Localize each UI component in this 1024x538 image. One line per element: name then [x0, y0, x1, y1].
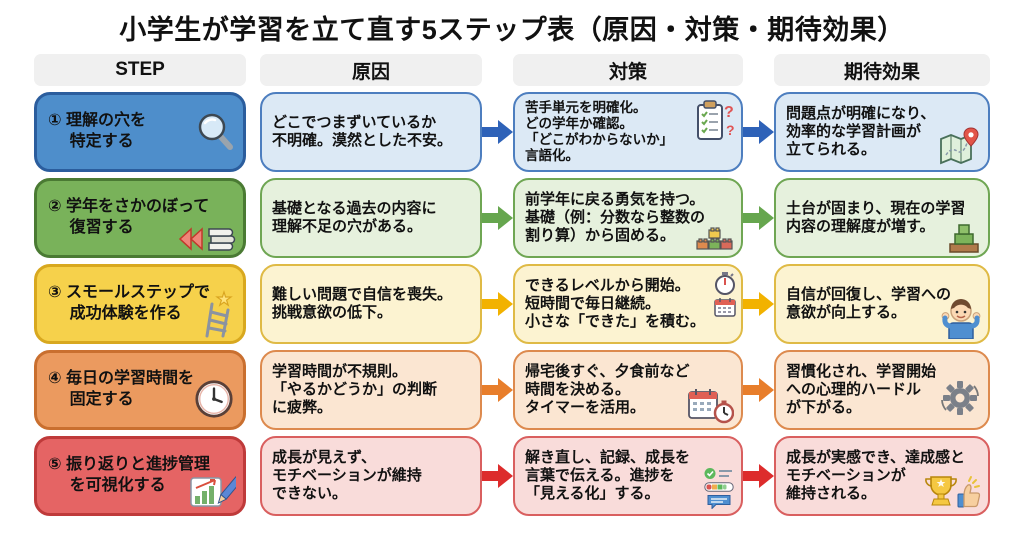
svg-text:?: ? — [726, 122, 735, 138]
cause-box-2: 基礎となる過去の内容に 理解不足の穴がある。 — [260, 178, 482, 258]
effect-text-1: 問題点が明確になり、 効率的な学習計画が 立てられる。 — [786, 104, 936, 159]
cause-text-3: 難しい問題で自信を喪失。 挑戦意欲の低下。 — [272, 285, 453, 321]
cause-box-3: 難しい問題で自信を喪失。 挑戦意欲の低下。 — [260, 264, 482, 344]
effect-text-2: 土台が固まり、現在の学習 内容の理解度が増す。 — [786, 199, 966, 235]
arrow-right-icon — [743, 92, 774, 172]
stopwatch-icon — [714, 271, 736, 295]
cause-box-1: どこでつまずいているか 不明確。漠然とした不安。 — [260, 92, 482, 172]
thumbs-up-icon — [957, 476, 981, 508]
step-label-1: ① 理解の穴を 特定する — [48, 112, 146, 150]
effect-text-4: 習慣化され、学習開始 への心理的ハードル が下がる。 — [786, 362, 937, 417]
step-row-5: ⑤ 振り返りと進捗管理 を可視化する 成長が見えず、 モチベーションが維持 でき… — [0, 436, 1024, 516]
header-spacer — [743, 54, 774, 86]
pencil-icon — [217, 476, 236, 505]
arrow-right-icon — [482, 92, 513, 172]
cause-text-2: 基礎となる過去の内容に 理解不足の穴がある。 — [272, 199, 437, 235]
flexing-boy-icon — [941, 297, 981, 339]
header-cause: 原因 — [260, 54, 482, 86]
measure-box-3: できるレベルから開始。 短時間で毎日継続。 小さな「できた」を積む。 — [513, 264, 743, 344]
books-stack-icon — [206, 222, 236, 252]
step-label-5: ⑤ 振り返りと進捗管理 を可視化する — [48, 456, 210, 494]
page-title: 小学生が学習を立て直す5ステップ表（原因・対策・期待効果） — [119, 15, 905, 45]
cause-text-5: 成長が見えず、 モチベーションが維持 できない。 — [272, 448, 422, 503]
clock-icon — [194, 379, 234, 419]
cause-box-5: 成長が見えず、 モチベーションが維持 できない。 — [260, 436, 482, 516]
header-step: STEP — [34, 54, 246, 86]
measure-text-3: できるレベルから開始。 短時間で毎日継続。 小さな「できた」を積む。 — [525, 276, 706, 331]
measure-text-4: 帰宅後すぐ、夕食前など 時間を決める。 タイマーを活用。 — [525, 362, 690, 417]
effect-box-3: 自信が回復し、学習への 意欲が向上する。 — [774, 264, 990, 344]
effect-box-4: 習慣化され、学習開始 への心理的ハードル が下がる。 — [774, 350, 990, 430]
step-label-4: ④ 毎日の学習時間を 固定する — [48, 370, 194, 408]
block-pyramid-icon — [947, 221, 981, 253]
trophy-icon — [925, 476, 957, 506]
header-measure: 対策 — [513, 54, 743, 86]
arrow-right-icon — [482, 264, 513, 344]
speech-bubble-icon — [706, 494, 732, 509]
step-row-1: ① 理解の穴を 特定する どこでつまずいているか 不明確。漠然とした不安。 苦手… — [0, 92, 1024, 172]
clipboard-checklist-icon: ? ? — [696, 99, 736, 145]
arrow-right-icon — [743, 436, 774, 516]
step-row-2: ② 学年をさかのぼって 復習する — [0, 178, 1024, 258]
header-spacer — [482, 54, 513, 86]
progress-bar-icon — [704, 482, 734, 492]
gear-icon — [940, 378, 980, 418]
step-row-3: ③ スモールステップで 成功体験を作る 難しい問題で自信を喪失。 挑戦意欲の低下… — [0, 264, 1024, 344]
arrow-right-icon — [482, 178, 513, 258]
step-box-1: ① 理解の穴を 特定する — [34, 92, 246, 172]
arrow-right-icon — [743, 178, 774, 258]
step-box-2: ② 学年をさかのぼって 復習する — [34, 178, 246, 258]
calendar-icon — [714, 297, 736, 317]
cause-box-4: 学習時間が不規則。 「やるかどうか」の判断 に疲弊。 — [260, 350, 482, 430]
building-blocks-icon — [694, 227, 734, 253]
step-label-2: ② 学年をさかのぼって 復習する — [48, 198, 210, 236]
measure-box-5: 解き直し、記録、成長を 言葉で伝える。進捗を 「見える化」する。 — [513, 436, 743, 516]
question-marks-icon: ? — [724, 104, 734, 121]
measure-box-1: 苦手単元を明確化。 どの学年か確認。 「どこがわからないか」 言語化。 ? ? — [513, 92, 743, 172]
bar-chart-pencil-icon — [190, 474, 236, 510]
arrow-right-icon — [743, 350, 774, 430]
measure-box-4: 帰宅後すぐ、夕食前など 時間を決める。 タイマーを活用。 — [513, 350, 743, 430]
arrow-right-icon — [743, 264, 774, 344]
step-row-4: ④ 毎日の学習時間を 固定する 学習時間が不規則。 「やるかどうか」の判断 に疲… — [0, 350, 1024, 430]
timer-icon — [713, 400, 734, 424]
effect-box-2: 土台が固まり、現在の学習 内容の理解度が増す。 — [774, 178, 990, 258]
effect-text-5: 成長が実感でき、達成感と モチベーションが 維持される。 — [786, 448, 965, 503]
measure-box-2: 前学年に戻る勇気を持つ。 基礎（例：分数なら整数の 割り算）から固める。 — [513, 178, 743, 258]
star-icon — [215, 290, 233, 307]
cause-text-1: どこでつまずいているか 不明確。漠然とした不安。 — [272, 113, 453, 149]
check-icon — [704, 467, 734, 480]
cause-text-4: 学習時間が不規則。 「やるかどうか」の判断 に疲弊。 — [272, 362, 438, 417]
header-effect: 期待効果 — [774, 54, 990, 86]
rewind-icon — [176, 226, 204, 252]
effect-box-1: 問題点が明確になり、 効率的な学習計画が 立てられる。 — [774, 92, 990, 172]
magnifier-icon — [194, 111, 236, 153]
arrow-right-icon — [482, 350, 513, 430]
arrow-right-icon — [482, 436, 513, 516]
header-row: STEP 原因 対策 期待効果 — [0, 54, 1024, 86]
measure-text-2: 前学年に戻る勇気を持つ。 基礎（例：分数なら整数の 割り算）から固める。 — [525, 190, 706, 245]
effect-text-3: 自信が回復し、学習への 意欲が向上する。 — [786, 285, 952, 321]
step-box-4: ④ 毎日の学習時間を 固定する — [34, 350, 246, 430]
effect-box-5: 成長が実感でき、達成感と モチベーションが 維持される。 — [774, 436, 990, 516]
step-label-3: ③ スモールステップで 成功体験を作る — [48, 284, 210, 322]
map-pin-icon — [937, 127, 981, 167]
ladder-icon — [200, 290, 236, 338]
calendar-icon — [688, 389, 718, 419]
measure-text-5: 解き直し、記録、成長を 言葉で伝える。進捗を 「見える化」する。 — [525, 448, 691, 503]
measure-text-1: 苦手単元を明確化。 どの学年か確認。 「どこがわからないか」 言語化。 — [525, 99, 674, 164]
step-box-5: ⑤ 振り返りと進捗管理 を可視化する — [34, 436, 246, 516]
step-box-3: ③ スモールステップで 成功体験を作る — [34, 264, 246, 344]
